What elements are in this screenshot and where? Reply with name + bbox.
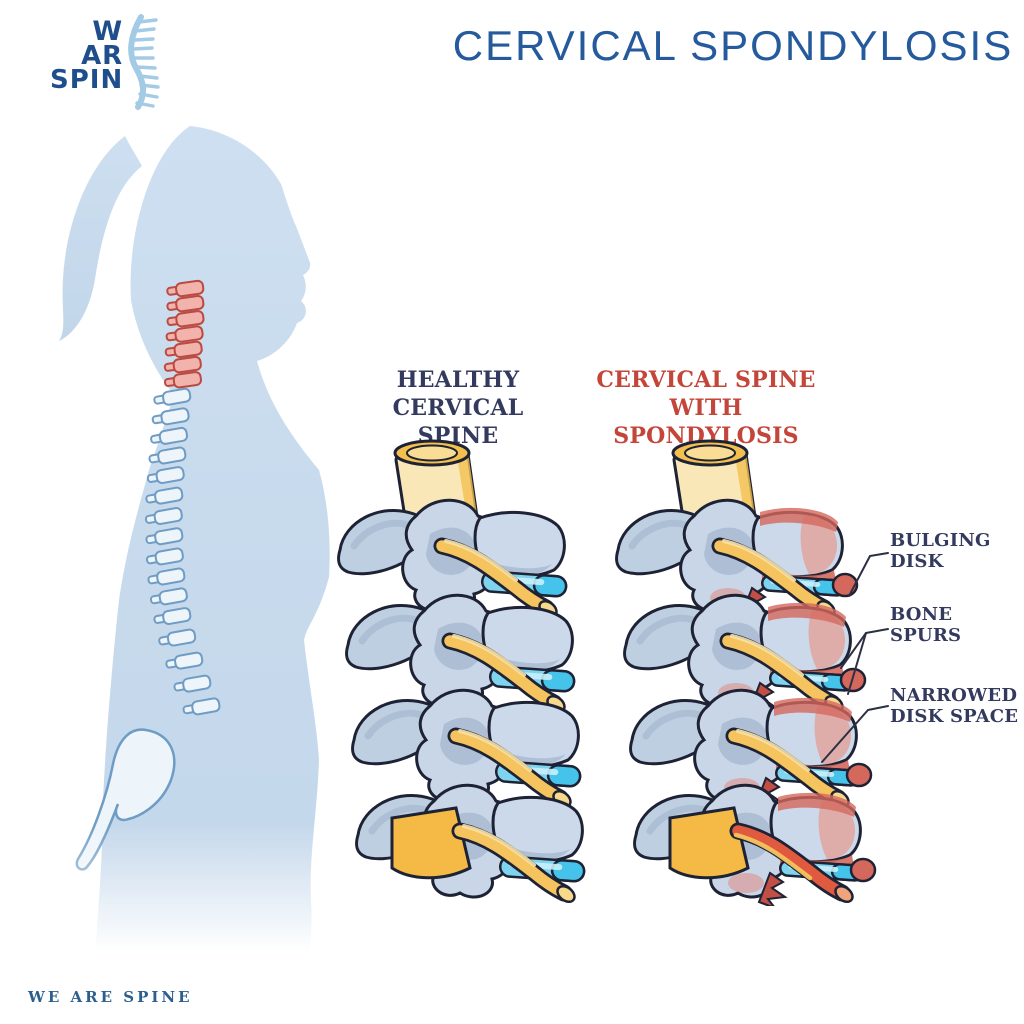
sacrum-shape [75, 728, 176, 871]
heading-healthy-spine: HEALTHY CERVICAL SPINE [328, 366, 588, 450]
healthy-spine-illustration [330, 439, 592, 906]
label-narrowed-disk-line2: DISK SPACE [890, 705, 1019, 727]
heading-healthy-line1: HEALTHY CERVICAL [392, 367, 524, 422]
leader-bulging-disk [848, 552, 889, 597]
spinal-cord-lower [390, 806, 472, 880]
heading-spond-line1: CERVICAL SPINE WITH [596, 367, 816, 422]
label-bone-spurs: BONE SPURS [890, 604, 1020, 646]
label-bulging-disk: BULGING DISK [890, 530, 1020, 572]
label-narrowed-disk-space: NARROWED DISK SPACE [890, 685, 1020, 727]
logo-line-1: W [92, 16, 124, 47]
label-bulging-disk-line1: BULGING [890, 530, 991, 551]
leader-bone-spurs-2 [847, 632, 867, 695]
footer-brand-text: WE ARE SPINE [28, 988, 193, 1006]
heading-spondylosis-spine: CERVICAL SPINE WITH SPONDYLOSIS [568, 366, 844, 450]
logo-line-2: AR [81, 40, 124, 71]
body-silhouette-figure [59, 126, 330, 978]
label-bulging-disk-line2: DISK [890, 550, 944, 572]
logo-line-3: SPIN [50, 64, 124, 95]
ponytail-shape [59, 136, 142, 341]
spinal-cord-lower [668, 806, 750, 880]
body-profile-shape [93, 126, 330, 978]
label-narrowed-disk-line1: NARROWED [890, 685, 1018, 706]
brand-logo-text: W AR SPIN [50, 16, 124, 95]
brand-logo: W AR SPIN [50, 14, 166, 110]
label-bone-spurs-line1: BONE [890, 604, 953, 625]
label-bone-spurs-line2: SPURS [890, 624, 962, 646]
spine-icon [128, 14, 160, 110]
page-title: CERVICAL SPONDYLOSIS [452, 22, 1014, 69]
leader-narrowed-disk [821, 705, 889, 763]
callout-leader-lines [821, 552, 889, 763]
